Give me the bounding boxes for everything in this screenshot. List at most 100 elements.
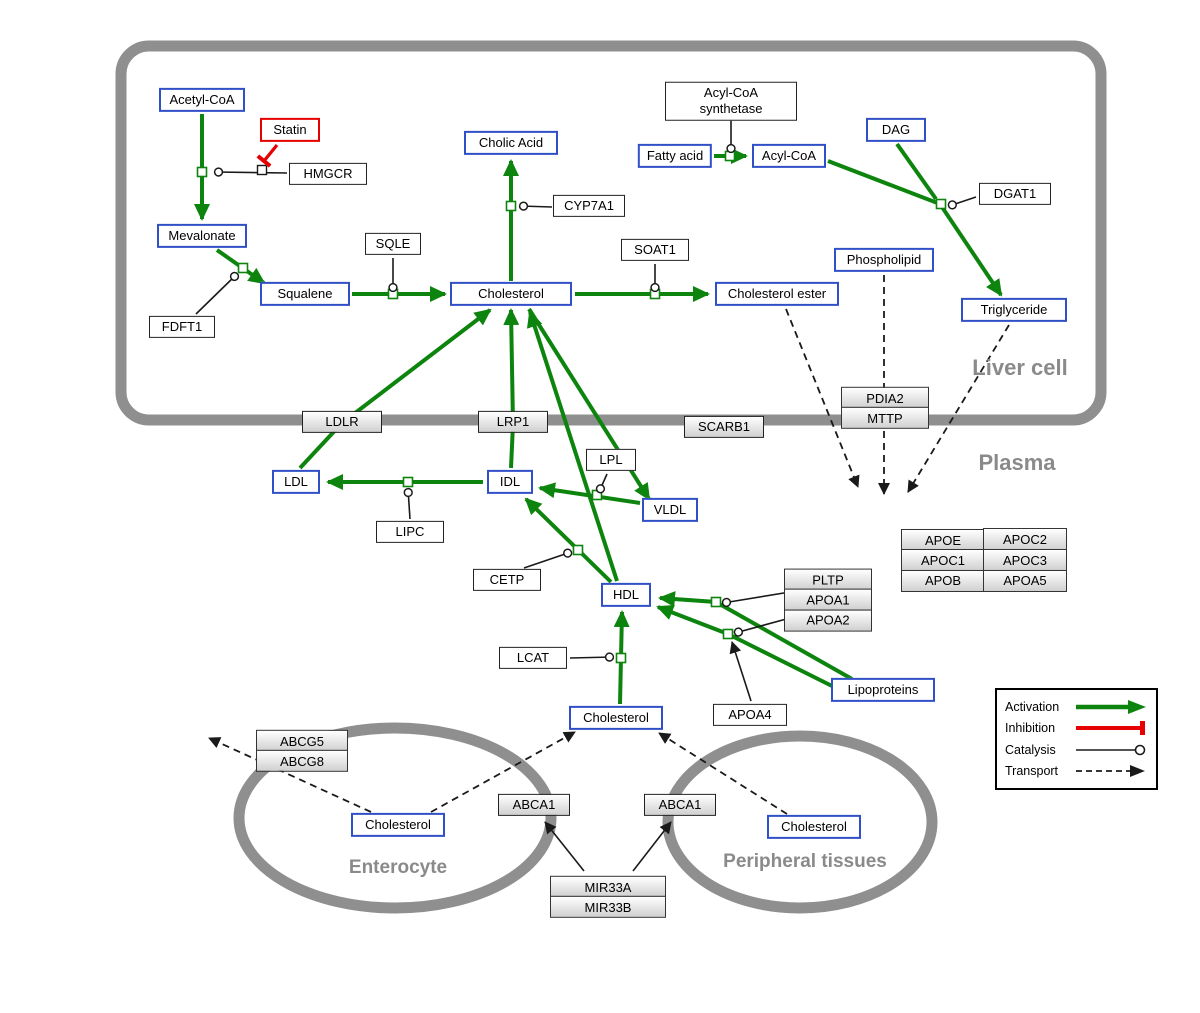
- junction-square: [722, 628, 734, 640]
- edge-cholesterol-abcg-excretion: [208, 737, 372, 813]
- node-sqle[interactable]: SQLE: [365, 232, 421, 256]
- edge-dgat1-catalysis: [947, 196, 977, 210]
- edge-pltp-apoa-catalysis-lower: [733, 617, 791, 637]
- transport-dashed-arrow-icon: [1076, 765, 1145, 778]
- activation-arrow-icon: [1076, 699, 1146, 714]
- node-apoc1[interactable]: APOC1: [901, 549, 985, 572]
- node-apob[interactable]: APOB: [901, 569, 985, 592]
- node-dag[interactable]: DAG: [866, 117, 926, 143]
- legend: Activation Inhibition Catalysis Transpor…: [995, 688, 1158, 790]
- node-soat1[interactable]: SOAT1: [621, 238, 689, 262]
- node-triglyceride[interactable]: Triglyceride: [961, 297, 1067, 323]
- edge-dag-dgat-junction: [895, 142, 938, 201]
- legend-transport-label: Transport: [1005, 764, 1059, 779]
- node-scarb1[interactable]: SCARB1: [684, 415, 764, 439]
- legend-activation-label: Activation: [1005, 699, 1060, 714]
- legend-row-inhibition: Inhibition: [1005, 719, 1148, 738]
- node-apoa5[interactable]: APOA5: [983, 569, 1067, 592]
- black-arrows: [544, 641, 752, 872]
- node-cetp[interactable]: CETP: [473, 568, 541, 592]
- node-mevalonate[interactable]: Mevalonate: [157, 223, 247, 249]
- node-cholic-acid[interactable]: Cholic Acid: [464, 130, 558, 156]
- junction-square: [710, 596, 722, 608]
- node-pltp[interactable]: PLTP: [784, 568, 872, 591]
- junction-square: [724, 150, 736, 162]
- edge-hdl-cholesterol: [527, 310, 619, 582]
- edge-pltp-apoa-catalysis-upper: [721, 591, 791, 608]
- edge-statin-inhibition: [256, 143, 279, 168]
- node-lipoproteins[interactable]: Lipoproteins: [831, 677, 935, 703]
- apolipoprotein-table: APOE APOC2 APOC1 APOC3 APOB APOA5: [901, 528, 1067, 592]
- edge-lpl-catalysis: [595, 473, 608, 494]
- node-acyl-coa-synthetase[interactable]: Acyl-CoA synthetase: [665, 81, 797, 121]
- node-lrp1[interactable]: LRP1: [478, 410, 548, 434]
- node-mttp[interactable]: MTTP: [841, 407, 929, 430]
- node-cholesterol-liver[interactable]: Cholesterol: [450, 281, 572, 307]
- legend-inhibition-label: Inhibition: [1005, 721, 1056, 736]
- legend-row-transport: Transport: [1005, 762, 1148, 781]
- node-pdia2[interactable]: PDIA2: [841, 386, 929, 409]
- node-ldl[interactable]: LDL: [272, 469, 320, 495]
- edge-mir33-abca1-right: [632, 821, 672, 872]
- edge-apoa4-arrow: [729, 641, 752, 702]
- node-phospholipid[interactable]: Phospholipid: [834, 247, 934, 273]
- node-cholesterol-enterocyte[interactable]: Cholesterol: [351, 812, 445, 838]
- node-statin[interactable]: Statin: [260, 117, 320, 143]
- node-cholesterol-plasma[interactable]: Cholesterol: [569, 705, 663, 731]
- edge-lipc-catalysis: [403, 487, 413, 520]
- junction-square: [572, 544, 584, 556]
- node-idl[interactable]: IDL: [487, 469, 533, 495]
- node-apoa1[interactable]: APOA1: [784, 589, 872, 611]
- node-cyp7a1[interactable]: CYP7A1: [553, 194, 625, 218]
- node-fatty-acid[interactable]: Fatty acid: [637, 143, 713, 169]
- node-mir33a[interactable]: MIR33A: [550, 875, 666, 898]
- node-squalene[interactable]: Squalene: [260, 281, 350, 307]
- junction-square: [402, 476, 414, 488]
- junction-square: [237, 262, 249, 274]
- edge-idl-lrp1-cholesterol: [503, 308, 520, 469]
- node-abcg5[interactable]: ABCG5: [256, 729, 348, 752]
- edge-triglyceride-plasma: [907, 324, 1010, 493]
- stack-mir33: MIR33A MIR33B: [550, 875, 666, 919]
- node-acyl-coa[interactable]: Acyl-CoA: [752, 143, 826, 169]
- node-cholesterol-ester[interactable]: Cholesterol ester: [715, 281, 839, 307]
- label-liver-cell: Liver cell: [972, 355, 1068, 380]
- legend-catalysis-label: Catalysis: [1005, 742, 1056, 757]
- node-hdl[interactable]: HDL: [601, 582, 651, 608]
- junction-square: [196, 166, 208, 178]
- edge-cyp7a1-catalysis: [518, 201, 553, 211]
- node-apoe[interactable]: APOE: [901, 528, 985, 551]
- node-abca1-right[interactable]: ABCA1: [644, 793, 716, 817]
- stack-abcg5-abcg8: ABCG5 ABCG8: [256, 729, 348, 773]
- edge-peripheral-cholesterol-transport: [658, 732, 788, 815]
- enterocyte-compartment: [233, 722, 557, 914]
- node-apoa2[interactable]: APOA2: [784, 609, 872, 632]
- edge-vldl-idl: [538, 482, 641, 505]
- inhibition-tee-icon: [1076, 721, 1145, 736]
- stack-pltp-apoa1-apoa2: PLTP APOA1 APOA2: [784, 568, 872, 632]
- node-acetyl-coa[interactable]: Acetyl-CoA: [159, 87, 245, 113]
- legend-row-activation: Activation: [1005, 697, 1148, 716]
- label-plasma: Plasma: [978, 450, 1056, 475]
- node-apoa4[interactable]: APOA4: [713, 703, 787, 727]
- label-peripheral-tissues: Peripheral tissues: [723, 851, 887, 872]
- stack-pdia2-mttp: PDIA2 MTTP: [841, 386, 929, 430]
- node-lpl[interactable]: LPL: [586, 448, 636, 472]
- node-apoc3[interactable]: APOC3: [983, 549, 1067, 572]
- node-cholesterol-peripheral[interactable]: Cholesterol: [767, 814, 861, 840]
- catalysis-circle-icon: [1076, 744, 1146, 756]
- node-apoc2[interactable]: APOC2: [983, 528, 1067, 551]
- node-dgat1[interactable]: DGAT1: [979, 182, 1051, 206]
- node-abca1-left[interactable]: ABCA1: [498, 793, 570, 817]
- junction-square: [935, 198, 947, 210]
- node-lcat[interactable]: LCAT: [499, 646, 567, 670]
- node-mir33b[interactable]: MIR33B: [550, 896, 666, 919]
- node-abcg8[interactable]: ABCG8: [256, 750, 348, 773]
- node-lipc[interactable]: LIPC: [376, 520, 444, 544]
- node-ldlr[interactable]: LDLR: [302, 410, 382, 434]
- node-hmgcr[interactable]: HMGCR: [289, 162, 367, 186]
- node-fdft1[interactable]: FDFT1: [149, 315, 215, 339]
- node-vldl[interactable]: VLDL: [642, 497, 698, 523]
- edge-mir33-abca1-left: [544, 821, 585, 872]
- edge-hmgcr-catalysis: [213, 167, 288, 177]
